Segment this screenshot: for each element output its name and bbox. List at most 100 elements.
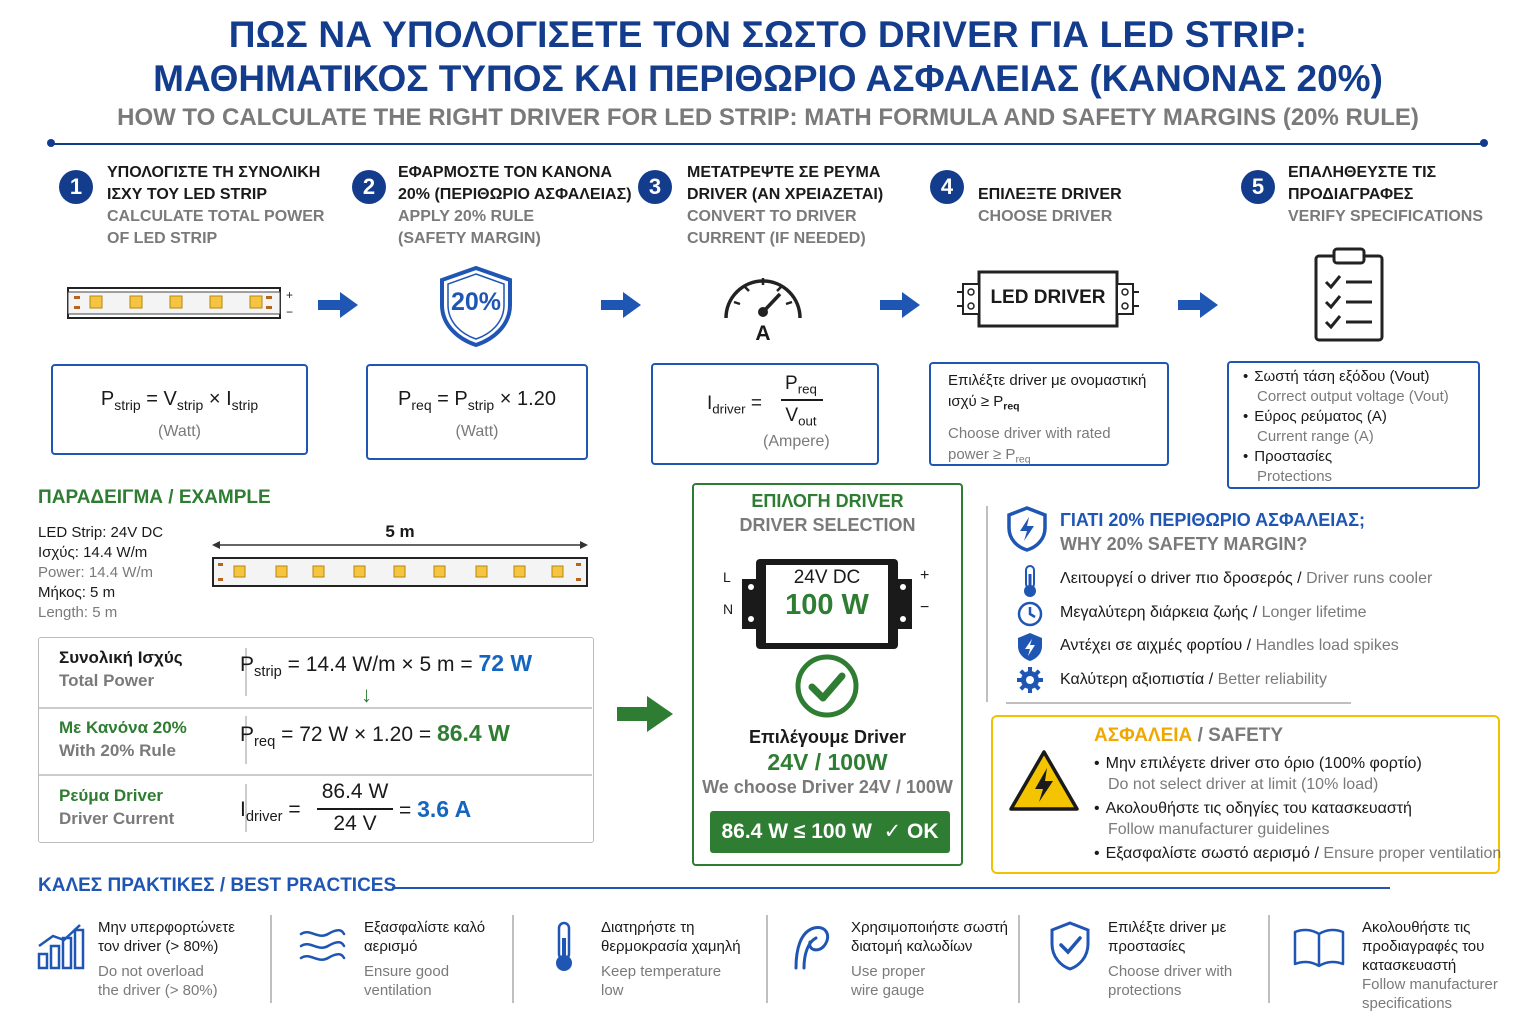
- best-1-en1: Do not overload: [98, 963, 204, 980]
- row1-lhs-sub: strip: [254, 664, 282, 681]
- f2-eq: =: [437, 388, 449, 410]
- f4-gr2-sub: req: [1003, 400, 1020, 413]
- spec-item-2-en: Current range (A): [1257, 428, 1374, 445]
- best-6-en2: specifications: [1362, 995, 1453, 1012]
- f1-v: V: [163, 388, 177, 410]
- f4-en2: power ≥ Preq: [948, 444, 1167, 471]
- formula-box-1: Pstrip = Vstrip × Istrip (Watt): [51, 364, 308, 455]
- step-5-number: 5: [1241, 170, 1275, 204]
- best-2-gr1: Εξασφαλίστε καλό: [364, 919, 486, 936]
- why-item-4-sep: /: [1208, 671, 1214, 688]
- svg-text:+: +: [286, 288, 293, 302]
- step-1-title-en2: OF LED STRIP: [107, 230, 218, 247]
- step-3-number: 3: [638, 170, 672, 204]
- shield-percent-label: 20%: [450, 288, 502, 316]
- choose-driver-gr: Επιλέγουμε Driver: [749, 727, 906, 747]
- ex-vsep-3: [245, 784, 247, 832]
- best-2-en1: Ensure good: [364, 963, 450, 980]
- best-3-gr2: θερμοκρασία χαμηλή: [601, 938, 741, 955]
- led-driver-icon-label: LED DRIVER: [990, 287, 1106, 308]
- why-bottom-rule: [1006, 702, 1351, 704]
- ok-badge: 86.4 W ≤ 100 W ✓ OK: [710, 811, 950, 853]
- best-3-gr1: Διατηρήστε τη: [601, 919, 695, 936]
- bar-chart-icon: [37, 924, 85, 970]
- f1-eq: =: [146, 388, 158, 410]
- driver-voltage-label: 24V DC: [793, 567, 861, 588]
- row2-en: With 20% Rule: [59, 741, 176, 760]
- gear-icon: [1017, 667, 1043, 693]
- clock-icon: [1017, 601, 1043, 627]
- pin-minus-label: −: [920, 599, 930, 616]
- step-arrow-1: [318, 292, 358, 318]
- f2-p: P: [398, 388, 412, 410]
- row1-lhs: P: [240, 653, 255, 676]
- safety-item-2-gr: Ακολουθήστε τις οδηγίες του κατασκευαστή: [1094, 798, 1501, 819]
- safety-title-sep: /: [1197, 725, 1203, 746]
- example-heading: ΠΑΡΑΔΕΙΓΜΑ / EXAMPLE: [38, 487, 271, 508]
- cable-icon: [794, 926, 830, 970]
- safety-title-en: SAFETY: [1208, 725, 1284, 746]
- why-item-3-sep: /: [1246, 637, 1252, 654]
- thermometer-icon: [1024, 565, 1036, 597]
- why-item-2-sep: /: [1252, 604, 1258, 621]
- best-sep-5: [1268, 915, 1270, 1003]
- best-4-gr1: Χρησιμοποιήστε σωστή: [851, 919, 1008, 936]
- best-item-1: Μην υπερφορτώνετε τον driver (> 80%) Do …: [98, 918, 235, 1000]
- safety-title: ΑΣΦΑΛΕΙΑ / SAFETY: [1094, 725, 1283, 747]
- step-arrow-4: [1178, 292, 1218, 318]
- why-item-1: Λειτουργεί ο driver πιο δροσερός / Drive…: [1060, 570, 1432, 588]
- row3-gr: Ρεύμα Driver: [59, 786, 164, 805]
- safety-item-3-gr: Εξασφαλίστε σωστό αερισμό: [1105, 845, 1311, 862]
- safety-item-2-en: Follow manufacturer guidelines: [1108, 821, 1330, 838]
- thermometer-icon: [556, 921, 572, 971]
- check-circle-icon: [795, 654, 859, 718]
- best-item-6: Ακολουθήστε τις προδιαγραφές του κατασκε…: [1362, 918, 1498, 1013]
- f4-en2-text: power ≥ P: [948, 445, 1016, 463]
- best-5-gr1: Επιλέξτε driver με: [1108, 919, 1227, 936]
- step-4-title-gr1: ΕΠΙΛΕΞΤΕ DRIVER: [978, 186, 1122, 203]
- f3-eq: =: [750, 393, 762, 414]
- led-driver-icon: [957, 270, 1139, 328]
- row3-lhs-sub: driver: [245, 809, 283, 826]
- f2-p-sub: req: [411, 396, 432, 413]
- formula-box-2: Preq = Pstrip × 1.20 (Watt): [366, 364, 588, 460]
- f2-mult: × 1.20: [499, 388, 556, 410]
- why-item-4-en: Better reliability: [1217, 671, 1327, 688]
- step-1-title-gr1: ΥΠΟΛΟΓΙΣΤΕ ΤΗ ΣΥΝΟΛΙΚΗ: [107, 164, 321, 181]
- step-1-title-gr2: ΙΣΧΥ ΤΟΥ LED STRIP: [107, 186, 267, 203]
- step-4-text: ΕΠΙΛΕΞΤΕ DRIVER CHOOSE DRIVER: [978, 184, 1178, 228]
- why-title-en: WHY 20% SAFETY MARGIN?: [1060, 534, 1308, 554]
- step-5-title-gr1: ΕΠΑΛΗΘΕΥΣΤΕ ΤΙΣ: [1288, 164, 1437, 181]
- choose-driver-value: 24V / 100W: [767, 749, 888, 775]
- ex-sep-2: [39, 774, 592, 776]
- safety-item-3: Εξασφαλίστε σωστό αερισμό / Ensure prope…: [1094, 843, 1502, 864]
- step-2-title-gr2: 20% (ΠΕΡΙΘΩΡΙΟ ΑΣΦΑΛΕΙΑΣ): [398, 186, 632, 203]
- row3-denominator: 24 V: [333, 812, 377, 835]
- why-item-2: Μεγαλύτερη διάρκεια ζωής / Longer lifeti…: [1060, 604, 1367, 622]
- spec-power-en: Power: 14.4 W/m: [38, 564, 154, 581]
- f2-unit: (Watt): [455, 423, 499, 440]
- example-specs: LED Strip: 24V DC Ισχύς: 14.4 W/m Power:…: [38, 523, 163, 623]
- best-sep-4: [1018, 915, 1020, 1003]
- f3-fraction-bar: [781, 399, 823, 401]
- best-practices-heading: ΚΑΛΕΣ ΠΡΑΚΤΙΚΕΣ / BEST PRACTICES: [38, 875, 397, 896]
- row1-en: Total Power: [59, 671, 155, 690]
- row2-expr: = 72 W × 1.20 =: [281, 723, 432, 746]
- spec-length-en: Length: 5 m: [38, 604, 118, 621]
- why-item-3-gr: Αντέχει σε αιχμές φορτίου: [1060, 637, 1243, 654]
- f3-lhs: Idriver =: [707, 393, 762, 417]
- f1-p-sub: strip: [114, 396, 141, 413]
- spec-strip: LED Strip: 24V DC: [38, 524, 164, 541]
- why-item-3-en: Handles load spikes: [1255, 637, 1399, 654]
- pin-plus-label: +: [920, 567, 930, 584]
- formula-power-strip: Pstrip = Vstrip × Istrip: [53, 388, 306, 413]
- example-led-strip: [212, 541, 588, 587]
- why-item-2-gr: Μεγαλύτερη διάρκεια ζωής: [1060, 604, 1249, 621]
- selection-title-en: DRIVER SELECTION: [739, 515, 916, 535]
- divider-dot-right: [1480, 139, 1488, 147]
- why-item-1-sep: /: [1297, 570, 1302, 587]
- best-1-en2: the driver (> 80%): [98, 982, 218, 999]
- best-practices-rule: [392, 887, 1390, 889]
- row3-lhs: I: [240, 798, 246, 821]
- f1-p: P: [100, 388, 115, 410]
